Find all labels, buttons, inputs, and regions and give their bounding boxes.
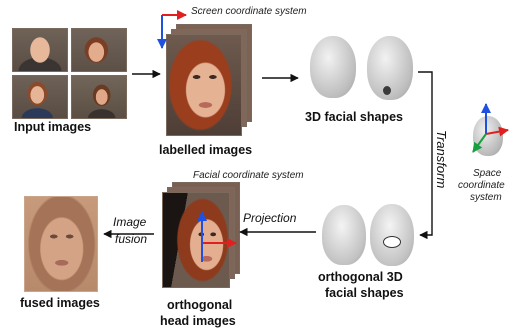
arrow-transform <box>418 72 432 235</box>
space-axis-x <box>486 130 508 134</box>
space-axis-y <box>473 134 486 152</box>
